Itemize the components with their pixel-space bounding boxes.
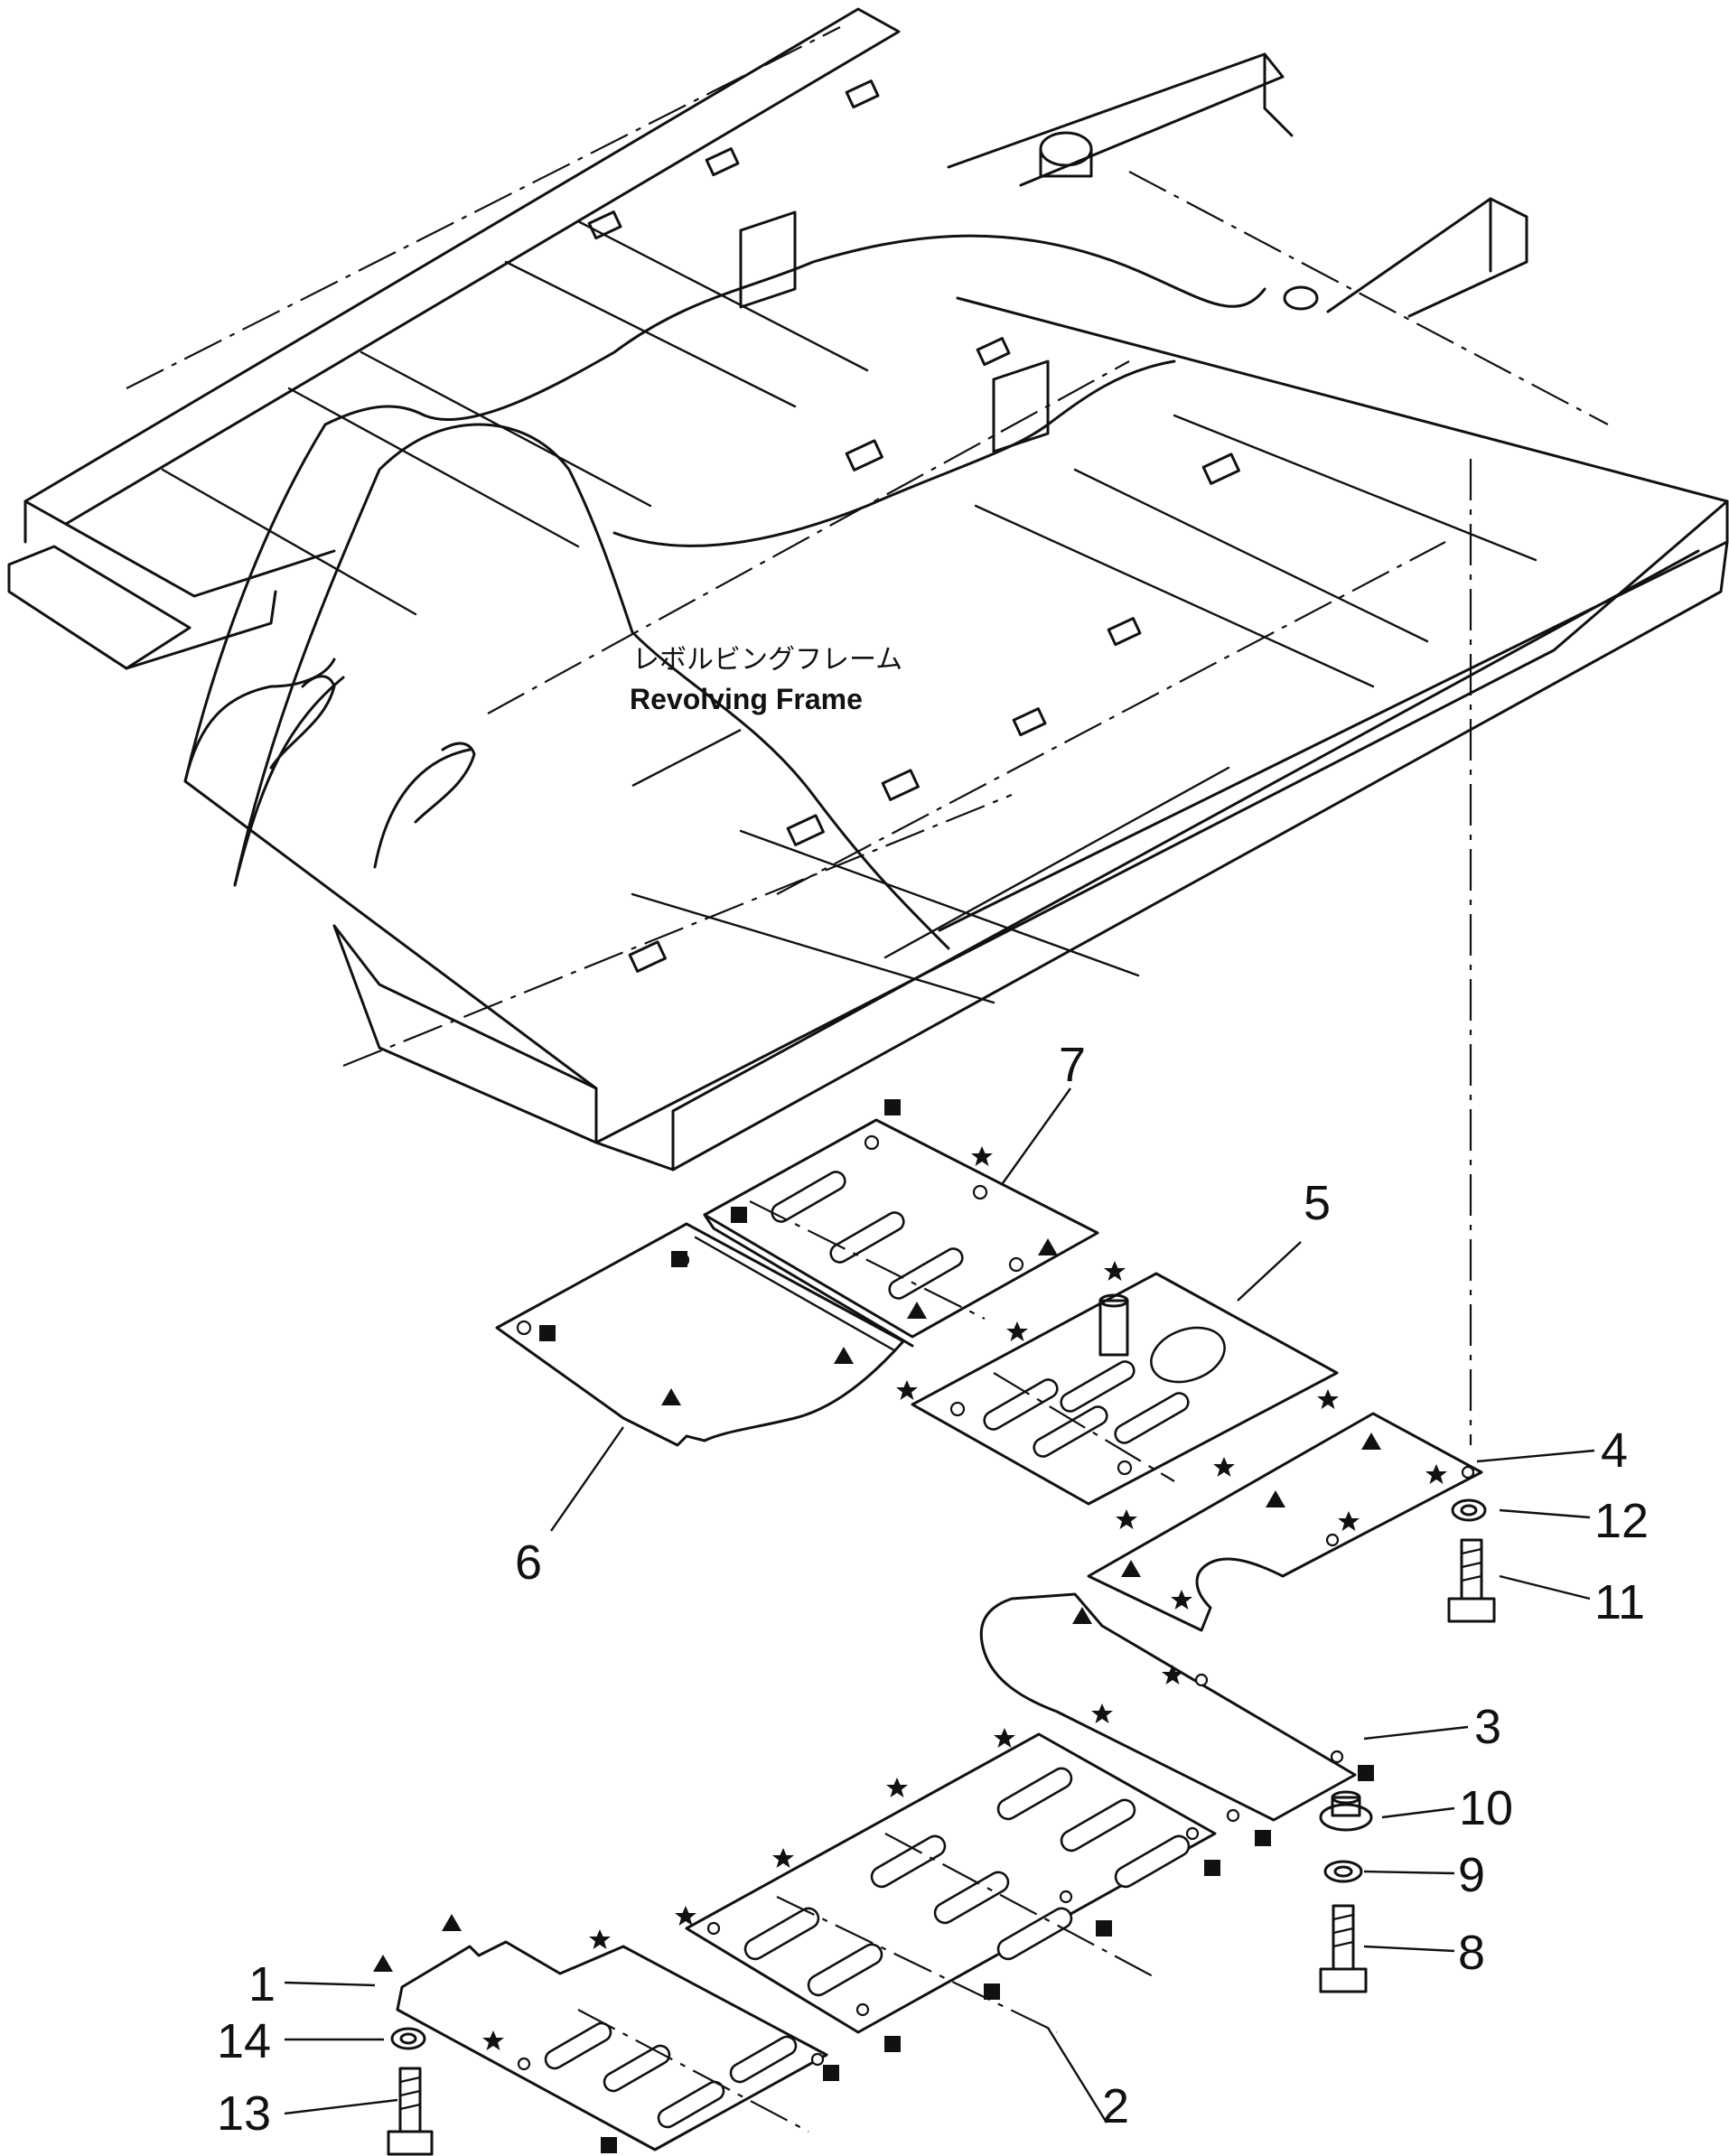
callout-numbers: 7 5 4 12 11 6 3 10 9 8 2 1 14 13 <box>217 1038 1649 2141</box>
revolving-frame <box>7 7 1729 1171</box>
cover-plate-3 <box>979 1592 1357 1823</box>
callout-3: 3 <box>1474 1700 1501 1754</box>
callout-7: 7 <box>1059 1038 1086 1092</box>
cover-plate-5 <box>911 1272 1339 1506</box>
callout-11: 11 <box>1594 1575 1645 1629</box>
cover-plate-2 <box>685 1732 1217 2034</box>
cover-plate-4 <box>1087 1412 1483 1632</box>
cover-plate-6 <box>495 1222 905 1447</box>
cover-plate-7 <box>703 1118 1099 1348</box>
nut-10 <box>1319 1790 1373 1832</box>
washer-9 <box>1323 1860 1363 1883</box>
callout-leaders <box>284 1087 1595 2123</box>
frame-label-jp: レボルビングフレーム <box>632 644 902 676</box>
frame-label-en: Revolving Frame <box>630 683 863 715</box>
callout-12: 12 <box>1594 1494 1649 1548</box>
washer-14 <box>390 2027 426 2050</box>
callout-2: 2 <box>1102 2079 1129 2133</box>
cover-plate-1 <box>396 1940 828 2151</box>
callout-5: 5 <box>1304 1176 1331 1230</box>
bolt-13 <box>387 2067 434 2156</box>
bolt-11 <box>1447 1538 1496 1623</box>
callout-13: 13 <box>217 2086 271 2141</box>
callout-6: 6 <box>515 1535 542 1590</box>
washer-12 <box>1451 1498 1487 1522</box>
callout-9: 9 <box>1458 1848 1485 1902</box>
bolt-8 <box>1319 1904 1368 1993</box>
callout-14: 14 <box>217 2014 271 2068</box>
callout-4: 4 <box>1601 1423 1628 1478</box>
callout-1: 1 <box>248 1957 276 2011</box>
callout-10: 10 <box>1459 1781 1513 1835</box>
callout-8: 8 <box>1458 1926 1485 1980</box>
frame-label: レボルビングフレーム Revolving Frame <box>630 644 902 788</box>
